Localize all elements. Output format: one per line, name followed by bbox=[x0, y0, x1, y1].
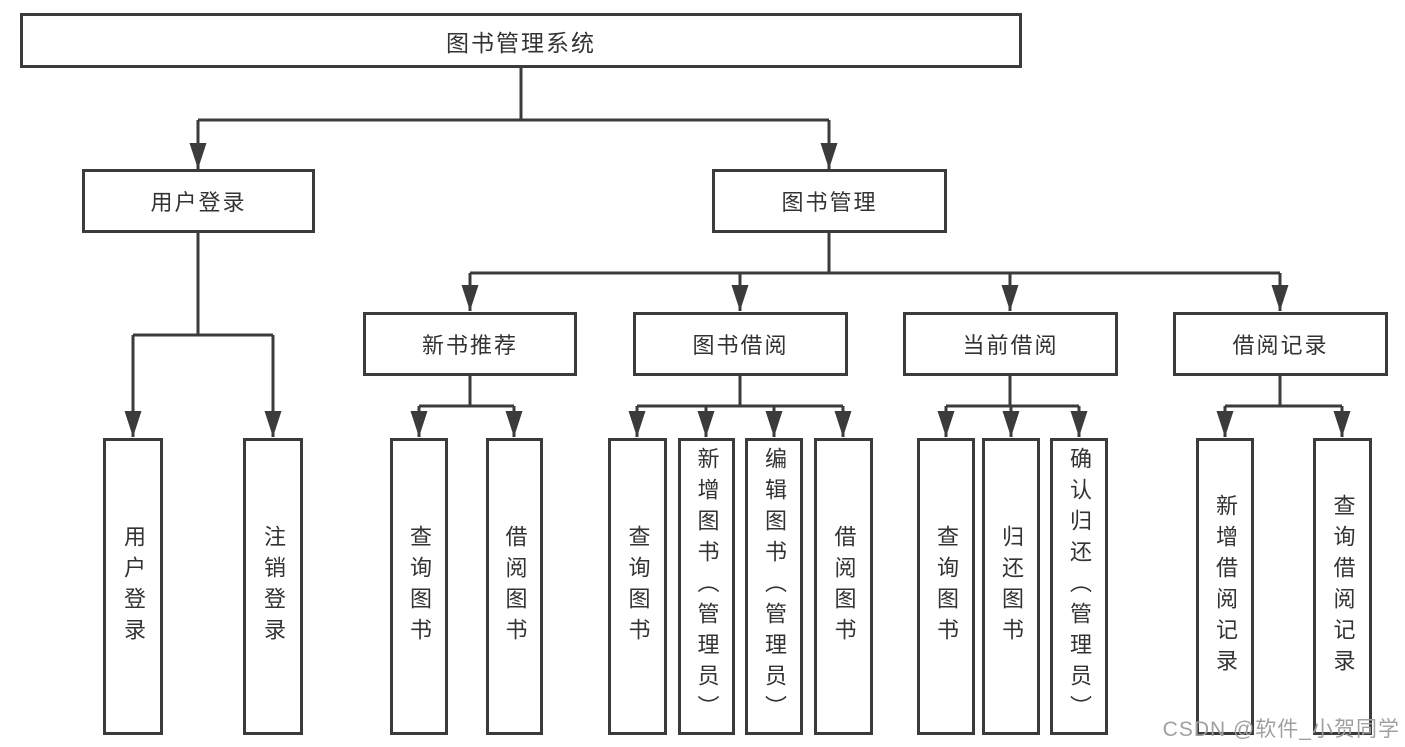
leaf-query-book-newrec: 查询图书 bbox=[390, 438, 448, 735]
node-new-book-recommend: 新书推荐 bbox=[363, 312, 577, 376]
node-book-borrow: 图书借阅 bbox=[633, 312, 848, 376]
leaf-confirm-return-admin: 确认归还（管理员） bbox=[1050, 438, 1108, 735]
leaf-confirm-return-admin-label: 确认归还（管理员） bbox=[1067, 447, 1092, 726]
node-book-management: 图书管理 bbox=[712, 169, 947, 233]
leaf-user-login-label: 用户登录 bbox=[121, 524, 146, 649]
node-user-login-label: 用户登录 bbox=[150, 190, 247, 215]
leaf-query-book-borrow-label: 查询图书 bbox=[625, 524, 651, 649]
leaf-add-book-admin-label: 新增图书（管理员） bbox=[694, 447, 720, 726]
leaf-query-book-current: 查询图书 bbox=[917, 438, 975, 735]
leaf-add-borrow-record: 新增借阅记录 bbox=[1196, 438, 1254, 735]
leaf-query-borrow-record: 查询借阅记录 bbox=[1313, 438, 1372, 735]
node-borrow-records: 借阅记录 bbox=[1173, 312, 1388, 376]
leaf-user-login: 用户登录 bbox=[103, 438, 163, 735]
node-new-book-recommend-label: 新书推荐 bbox=[421, 333, 518, 358]
node-current-borrow-label: 当前借阅 bbox=[962, 333, 1059, 358]
node-current-borrow: 当前借阅 bbox=[903, 312, 1118, 376]
leaf-borrow-book-newrec-label: 借阅图书 bbox=[502, 524, 528, 649]
leaf-logout: 注销登录 bbox=[243, 438, 303, 735]
leaf-query-book-borrow: 查询图书 bbox=[608, 438, 667, 735]
csdn-watermark: CSDN @软件_小贺同学 bbox=[1162, 718, 1400, 741]
node-borrow-records-label: 借阅记录 bbox=[1232, 333, 1329, 358]
node-book-borrow-label: 图书借阅 bbox=[692, 333, 789, 358]
node-root-label: 图书管理系统 bbox=[446, 29, 596, 56]
leaf-borrow-book-borrow: 借阅图书 bbox=[814, 438, 873, 735]
node-book-management-label: 图书管理 bbox=[781, 190, 878, 215]
node-user-login: 用户登录 bbox=[82, 169, 315, 233]
leaf-query-book-newrec-label: 查询图书 bbox=[407, 524, 432, 649]
leaf-edit-book-admin-label: 编辑图书（管理员） bbox=[762, 447, 787, 726]
leaf-logout-label: 注销登录 bbox=[261, 524, 286, 649]
leaf-return-book: 归还图书 bbox=[982, 438, 1040, 735]
leaf-query-borrow-record-label: 查询借阅记录 bbox=[1330, 493, 1356, 680]
leaf-query-book-current-label: 查询图书 bbox=[934, 524, 959, 649]
leaf-borrow-book-borrow-label: 借阅图书 bbox=[831, 524, 857, 649]
leaf-edit-book-admin: 编辑图书（管理员） bbox=[745, 438, 803, 735]
leaf-borrow-book-newrec: 借阅图书 bbox=[486, 438, 543, 735]
leaf-add-borrow-record-label: 新增借阅记录 bbox=[1213, 493, 1238, 680]
leaf-add-book-admin: 新增图书（管理员） bbox=[678, 438, 735, 735]
node-root: 图书管理系统 bbox=[20, 13, 1022, 68]
leaf-return-book-label: 归还图书 bbox=[999, 524, 1024, 649]
